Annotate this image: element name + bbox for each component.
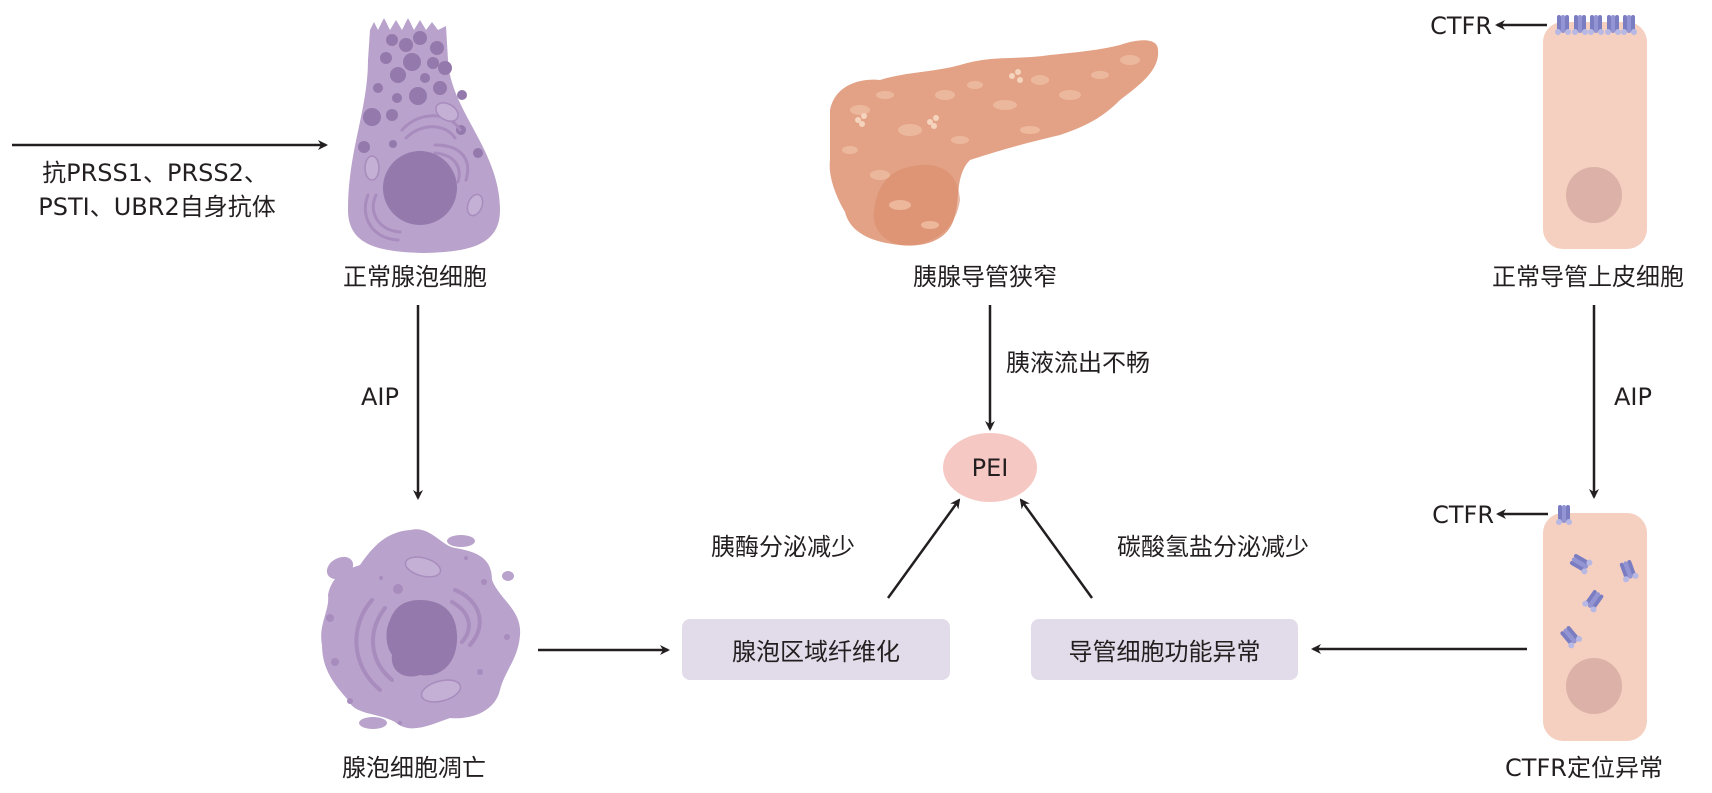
aip-label-left: AIP [361, 383, 399, 411]
rough-er [363, 114, 470, 242]
fragmented-er [354, 588, 482, 692]
arrow-fibrosis-to-pei [886, 498, 961, 599]
ctfr-mislocalization-label: CTFR定位异常 [1505, 754, 1663, 782]
autoantibodies-label-line1: 抗PRSS1、PRSS2、 [42, 159, 268, 187]
juice-outflow-label: 胰液流出不畅 [1006, 349, 1150, 377]
ductal-dysfunction-box: 导管细胞功能异常 [1031, 619, 1298, 680]
aip-label-right: AIP [1614, 383, 1652, 411]
pancreas-illustration [829, 40, 1159, 246]
pei-node: PEI [943, 433, 1037, 502]
pancreatic-duct-stenosis-label: 胰腺导管狭窄 [913, 263, 1057, 291]
zymogen-granules [358, 31, 483, 158]
ctfr-label-top: CTFR [1430, 12, 1492, 40]
apical-ctfr-channels [1555, 15, 1637, 35]
abnormal-ductal-cell-illustration [1543, 505, 1647, 741]
acinar-apoptosis-label: 腺泡细胞凋亡 [342, 754, 486, 782]
apoptotic-acinar-cell-illustration [321, 529, 521, 729]
enzyme-secretion-label: 胰酶分泌减少 [711, 533, 855, 561]
arrows [12, 20, 1599, 655]
autoantibodies-label-line2: PSTI、UBR2自身抗体 [38, 193, 276, 221]
acinar-fibrosis-box: 腺泡区域纤维化 [682, 619, 950, 680]
normal-ductal-cell-label: 正常导管上皮细胞 [1492, 263, 1684, 291]
arrow-dysfunction-to-pei [1019, 498, 1094, 599]
abnormal-ductal-nucleus [1566, 658, 1622, 714]
normal-acinar-cell-illustration [348, 18, 500, 253]
condensed-nucleus [386, 600, 458, 677]
normal-acinar-cell-label: 正常腺泡细胞 [343, 263, 487, 291]
ductal-nucleus [1566, 167, 1622, 223]
pancreas-lobules [842, 55, 1140, 229]
bicarbonate-secretion-label: 碳酸氢盐分泌减少 [1117, 533, 1309, 561]
normal-ductal-cell-illustration [1543, 15, 1647, 249]
ctfr-label-bottom: CTFR [1432, 501, 1494, 529]
acinar-nucleus [383, 151, 457, 225]
